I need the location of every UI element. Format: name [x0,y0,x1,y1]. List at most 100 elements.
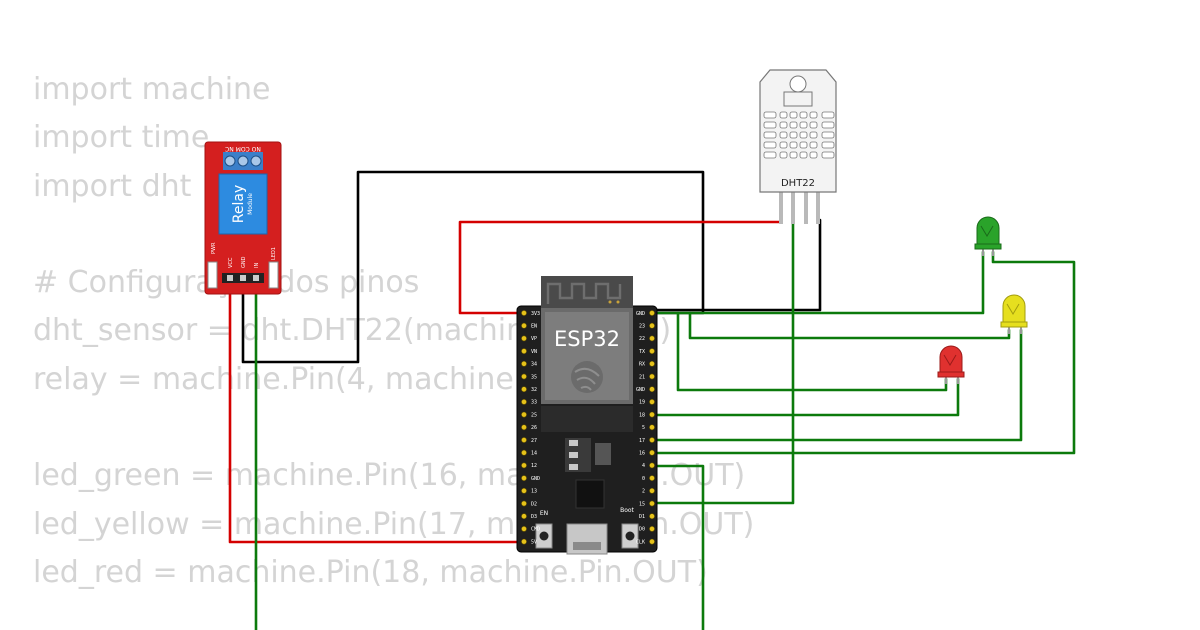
esp32-pin[interactable] [649,360,655,367]
esp32-pin[interactable] [649,386,655,393]
esp32-pin[interactable] [649,487,655,494]
wire-yellow-led-cathode[interactable] [688,311,1011,340]
esp32-pin[interactable] [521,500,527,507]
boot-label: Boot [620,507,634,514]
dht22-sensor[interactable]: DHT22 [759,69,837,224]
dht-vent-slot [779,151,788,159]
dht-vent-slot [789,131,798,139]
dht-vent-slot [763,151,777,159]
dht-vent-slot [789,141,798,149]
dht-vent-slot [763,121,777,129]
esp32-pin[interactable] [521,310,527,316]
esp32-pin[interactable] [521,462,527,469]
esp32-pin[interactable] [521,411,527,418]
esp32-pin[interactable] [649,437,655,443]
esp32-pin[interactable] [649,310,655,316]
dht-vent-slot [763,141,777,149]
dht-vent-slot [763,111,777,119]
esp32-pin[interactable] [649,335,655,342]
code-line: import machine [33,72,271,107]
esp32-pin-label: 19 [639,400,645,406]
led-green[interactable] [974,216,1002,256]
wire-green-led-anode[interactable] [650,250,1076,455]
code-line: led_red = machine.Pin(18, machine.Pin.OU… [33,554,708,590]
dht-vent-slot [789,121,798,129]
dht-vent-slot [809,131,818,139]
led-yellow[interactable] [1000,294,1028,334]
esp32-pin-label: 5 [642,425,645,431]
relay-pin-gnd: GND [241,256,247,268]
esp32-pin[interactable] [649,348,655,354]
esp32-pin[interactable] [521,373,527,380]
esp32-pin-label: 33 [531,400,537,406]
esp32-pin[interactable] [521,513,527,520]
esp32-pin[interactable] [521,322,527,329]
esp32-pin-label: 4 [642,463,645,469]
esp32-pin[interactable] [649,424,655,431]
esp32-pin[interactable] [521,487,527,494]
esp32-pin-label: EN [531,324,537,330]
wire-dht-data[interactable] [650,218,795,505]
wire-red-led-cathode[interactable] [676,311,948,392]
wire-gpio4[interactable] [650,464,705,630]
dht-vent-grid [763,111,835,159]
relay-pin-in: IN [254,263,260,268]
esp32-pin-label: GND [636,387,645,393]
esp32-pin-label: D2 [531,501,537,507]
esp32-board[interactable]: ESP32 EN Boot 3V3ENVPVN34353233252627141… [516,276,658,555]
esp32-pin-label: 12 [531,463,537,469]
dht-vent-slot [799,111,808,119]
wire-dht-vcc[interactable] [458,220,782,315]
esp32-pin[interactable] [649,526,655,532]
esp32-pin[interactable] [521,437,527,443]
relay-title: Relay [231,185,247,223]
wire-dht-gnd[interactable] [650,218,822,312]
esp32-pin[interactable] [521,449,527,456]
esp32-pin[interactable] [521,335,527,342]
esp32-pin-label: 15 [639,501,645,507]
led-red[interactable] [937,345,965,384]
esp32-pin[interactable] [521,475,527,481]
esp32-pin-label: 5V [531,539,537,545]
code-line: import dht [33,168,192,204]
esp32-pin[interactable] [649,475,655,481]
esp32-pin-label: RX [639,362,645,368]
esp32-pin[interactable] [649,322,655,329]
dht-vent-slot [789,151,798,159]
wire-green-led-cathode[interactable] [650,250,985,315]
esp32-pin[interactable] [521,424,527,431]
esp32-pin[interactable] [649,398,655,405]
esp32-pin-label: VN [531,349,537,355]
esp32-pin[interactable] [649,449,655,456]
esp32-pin-label: D0 [639,527,645,533]
esp32-pin-label: 23 [639,324,645,330]
esp32-pin-label: D1 [639,514,645,520]
relay-led-label: LED1 [271,247,277,260]
esp32-pin[interactable] [649,462,655,469]
dht-vent-slot [821,111,835,119]
wire-yellow-led-anode[interactable] [650,328,1023,442]
relay-terminal-label: NO COM NC [225,145,261,152]
esp32-pin-label: CLK [636,539,645,545]
wire-relay-vcc[interactable] [228,284,526,544]
esp32-pin[interactable] [521,526,527,532]
esp32-pin[interactable] [649,411,655,418]
relay-module[interactable]: NO COM NC Relay Module PWR LED1 VCC GND … [204,141,282,295]
esp32-pin[interactable] [521,538,527,545]
esp32-pin-label: 3V3 [531,311,540,317]
esp32-pin-label: 16 [639,451,645,457]
esp32-pin[interactable] [649,513,655,520]
esp32-pin[interactable] [649,538,655,545]
esp32-pin-label: 18 [639,412,645,418]
wire-red-led-anode[interactable] [650,377,960,417]
esp32-pin-label: 22 [639,336,645,342]
esp32-pin[interactable] [649,373,655,380]
esp32-pin[interactable] [521,360,527,367]
code-line: import time [33,120,210,156]
esp32-pin-label: 26 [531,425,537,431]
esp32-pin[interactable] [521,348,527,354]
esp32-pin[interactable] [521,386,527,393]
esp32-pin[interactable] [521,398,527,405]
esp32-pin[interactable] [649,500,655,507]
